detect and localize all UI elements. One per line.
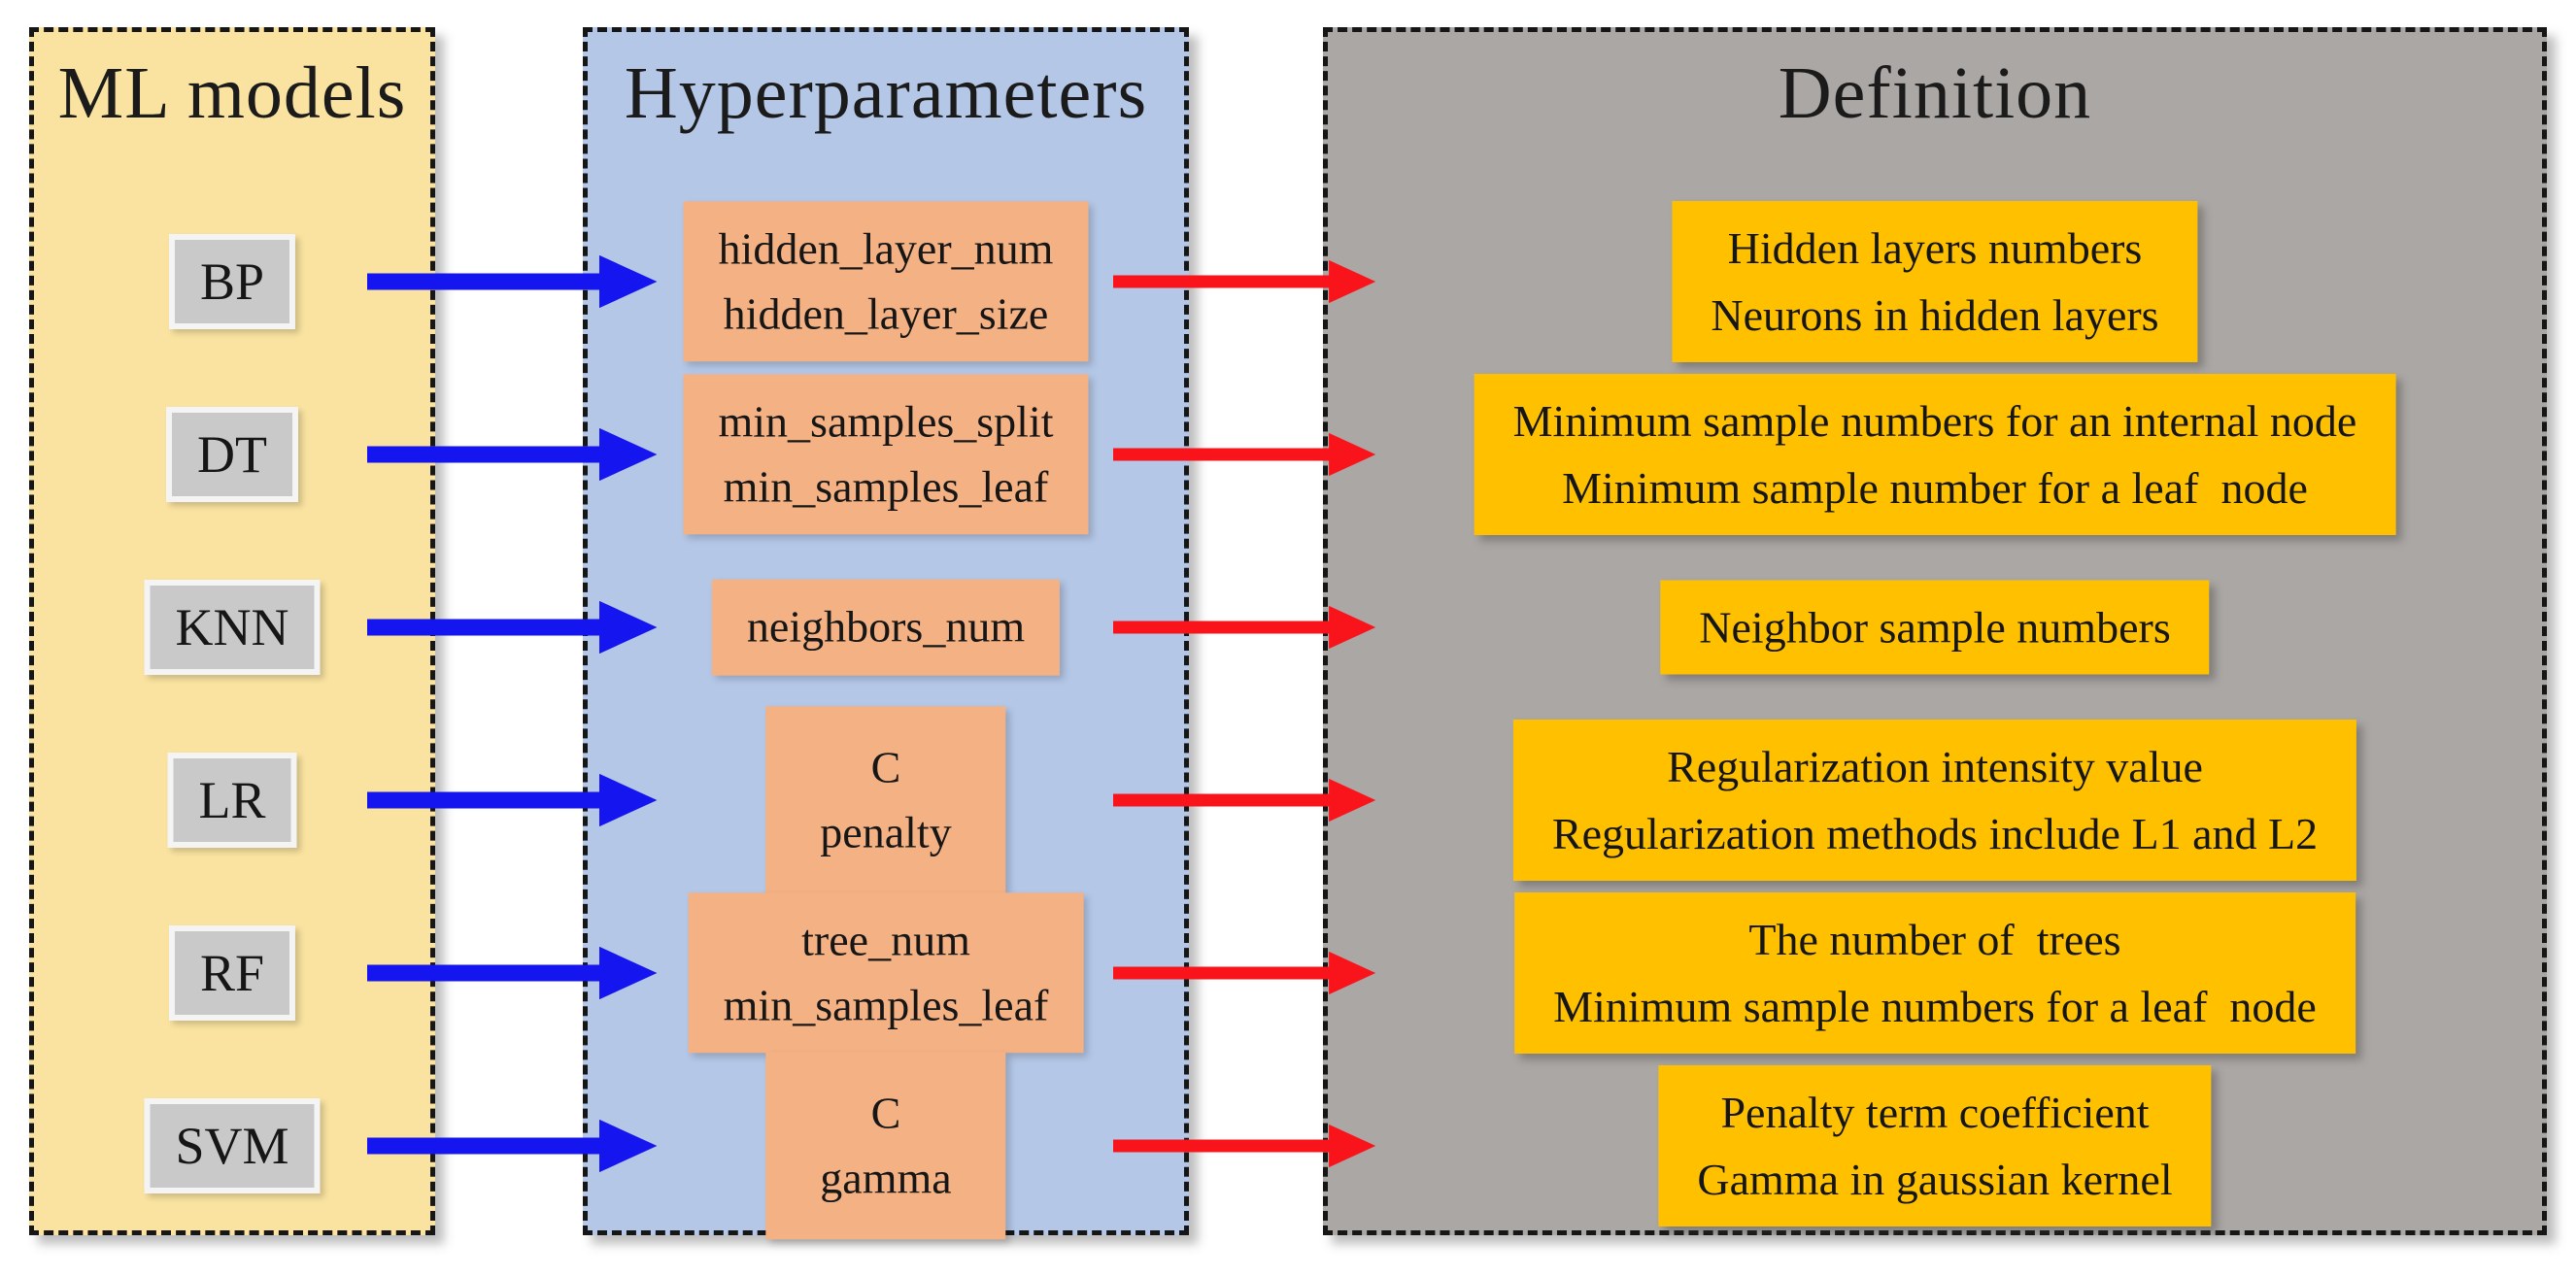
definition-box-bp: Hidden layers numbers Neurons in hidden … [1672,201,2198,362]
hyperparameter-line: min_samples_leaf [723,980,1049,1029]
hyperparameter-line: neighbors_num [746,601,1026,652]
hyperparameter-line: tree_num [801,915,970,965]
hyperparameter-box-rf: tree_num min_samples_leaf [688,892,1084,1054]
model-chip-svm: SVM [144,1098,321,1193]
definition-box-rf: The number of trees Minimum sample numbe… [1514,892,2356,1054]
hyperparameter-line: C [870,1088,901,1138]
hyperparameter-box-bp: hidden_layer_num hidden_layer_size [683,201,1089,362]
definition-line: Minimum sample numbers for a leaf node [1553,982,2317,1031]
model-chip-dt: DT [166,407,298,502]
definition-line: Neighbor sample numbers [1699,602,2171,653]
definition-line: Regularization methods include L1 and L2 [1551,809,2319,858]
hyperparameter-box-svm: C gamma [765,1052,1006,1240]
hyperparameter-box-lr: C penalty [765,706,1006,894]
model-chip-knn: KNN [144,580,321,675]
hyperparameter-line: hidden_layer_size [723,288,1049,338]
hyperparameter-box-knn: neighbors_num [711,579,1061,676]
hyperparameter-line: penalty [820,807,952,856]
hyperparameter-box-dt: min_samples_split min_samples_leaf [683,374,1089,535]
definition-box-lr: Regularization intensity value Regulariz… [1512,720,2357,881]
definition-line: Gamma in gaussian kernel [1697,1155,2173,1204]
definition-line: The number of trees [1748,915,2121,964]
definition-box-svm: Penalty term coefficient Gamma in gaussi… [1658,1065,2212,1226]
hyperparameter-line: hidden_layer_num [718,223,1054,274]
hyperparameter-line: gamma [820,1153,952,1202]
hyperparameter-line: min_samples_split [718,396,1054,447]
panel-title-ml-models: ML models [57,52,407,134]
panel-title-definition: Definition [1778,52,2092,134]
definition-line: Neurons in hidden layers [1711,290,2159,340]
hyperparameter-line: min_samples_leaf [723,461,1049,511]
model-chip-rf: RF [168,925,296,1021]
definition-line: Minimum sample numbers for an internal n… [1512,396,2357,446]
model-chip-lr: LR [167,753,297,848]
definition-box-knn: Neighbor sample numbers [1660,580,2210,675]
model-chip-bp: BP [168,234,296,329]
definition-box-dt: Minimum sample numbers for an internal n… [1474,374,2396,535]
hyperparameter-line: C [870,742,901,792]
panel-title-hyperparameters: Hyperparameters [624,52,1148,134]
definition-line: Penalty term coefficient [1720,1088,2150,1137]
definition-line: Minimum sample number for a leaf node [1562,463,2308,513]
definition-line: Hidden layers numbers [1727,223,2143,273]
definition-line: Regularization intensity value [1667,742,2203,791]
